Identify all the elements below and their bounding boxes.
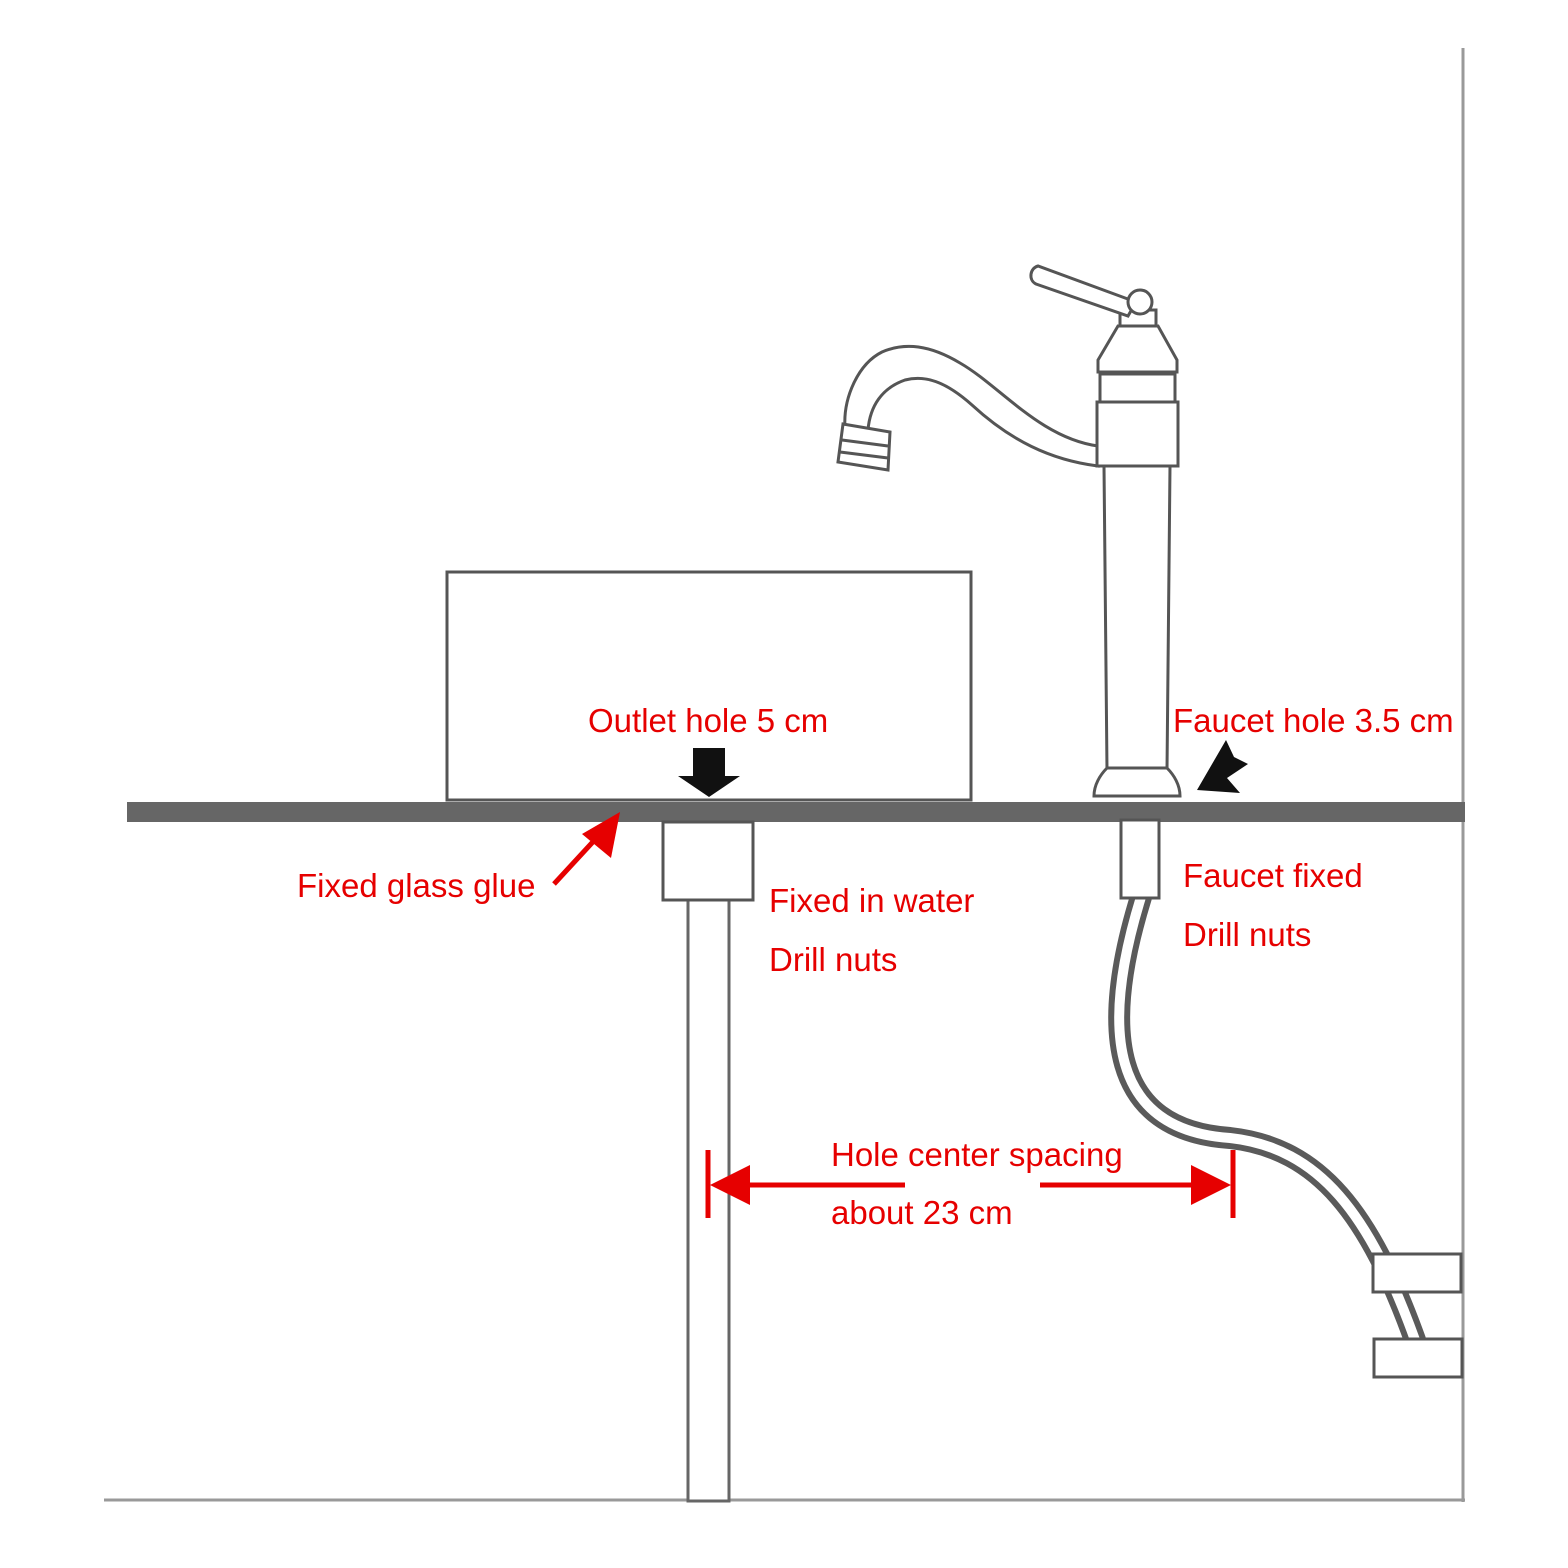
faucet-hole-label: Faucet hole 3.5 cm (1173, 702, 1454, 739)
dimension-arrowhead-left-icon (710, 1165, 750, 1205)
hole-spacing-label: Hole center spacing (831, 1136, 1123, 1173)
faucet-base (1092, 766, 1182, 798)
dimension-arrowhead-right-icon (1191, 1165, 1231, 1205)
faucet-body (1102, 464, 1172, 772)
faucet (836, 264, 1182, 798)
hole-spacing-value: about 23 cm (831, 1194, 1013, 1231)
wall-valve-upper (1371, 1252, 1463, 1294)
outlet-hole-arrow-icon (678, 748, 740, 797)
faucet-fixed-label: Faucet fixed (1183, 857, 1363, 894)
fixed-glass-glue-label: Fixed glass glue (297, 867, 535, 904)
wall-valve-lower (1372, 1337, 1464, 1379)
glue-pointer-arrow-icon (552, 812, 620, 886)
hole-spacing-dimension (705, 1150, 1236, 1218)
outlet-hole-label: Outlet hole 5 cm (588, 702, 828, 739)
faucet-hole-arrow-icon (1197, 740, 1248, 793)
faucet-collar (1095, 400, 1180, 468)
drill-nuts-faucet-label: Drill nuts (1183, 916, 1311, 953)
countertop (127, 802, 1465, 822)
drill-nuts-drain-label: Drill nuts (769, 941, 897, 978)
fixed-in-water-label: Fixed in water (769, 882, 974, 919)
faucet-aerator (836, 422, 892, 472)
faucet-drill-nut (1119, 818, 1161, 900)
faucet-lever-handle (1029, 264, 1139, 318)
drain-drill-nut (661, 820, 755, 902)
